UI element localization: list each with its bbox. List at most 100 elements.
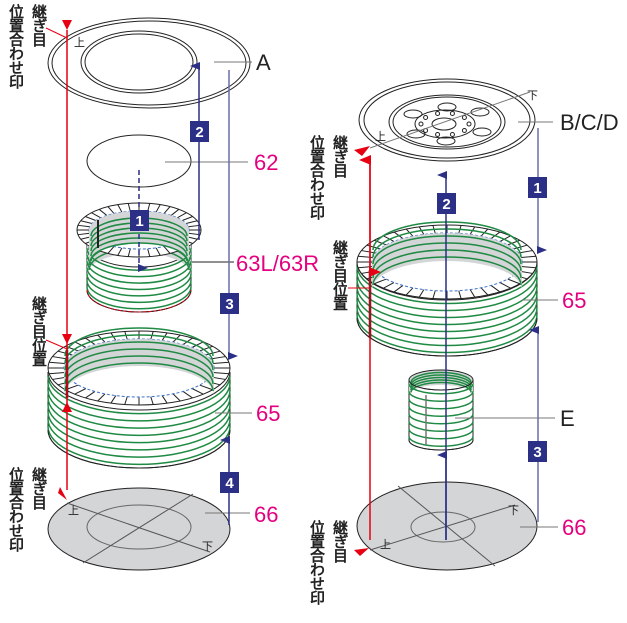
ring-65-left-inner-stripe: [64, 327, 214, 357]
ring-65-left-rim-tooth: [213, 372, 229, 375]
wheel-BCD-hub: [388, 94, 506, 150]
wheel-BCD-outer: [358, 78, 536, 162]
part-label-62: 62: [254, 150, 278, 175]
wheel-BCD-hole: [437, 102, 457, 112]
core-E-inner-stripe: [410, 379, 472, 391]
ring-65-left-bottom-edge: [47, 429, 231, 469]
ring-65-left-rim-tooth: [74, 388, 87, 395]
ring-65-left-inner-stripe: [64, 355, 214, 385]
ring-65-left-inner-stripe: [64, 348, 214, 378]
svg-text:3: 3: [225, 296, 233, 313]
ring-A-inner2: [84, 33, 194, 91]
ring-65-right-stripe: [356, 272, 538, 312]
ring-65-right-stripe: [356, 279, 538, 319]
seam-label-right-top: 継ぎ目: [331, 135, 349, 177]
ring-65-left-rim-tooth: [150, 396, 154, 405]
cup-63-flange-tooth: [77, 232, 90, 236]
ring-65-left-stripe: [47, 390, 231, 429]
cup-63-flange-tooth: [117, 247, 123, 256]
ring-65-left-rim-tooth: [124, 396, 128, 405]
wheel-BCD-hole: [406, 129, 426, 139]
wheel-BCD-bolt: [461, 115, 467, 121]
cup-63-stripe: [86, 254, 192, 278]
cup-63-flange-tooth: [85, 216, 96, 221]
ring-65-left-stripe: [47, 404, 231, 444]
cup-63-flange-tooth: [177, 212, 187, 219]
part-label-65-left: 65: [256, 401, 280, 426]
wheel-BCD-bolt: [435, 131, 441, 137]
ring-65-right-bottom-edge: [356, 317, 538, 357]
cup-63-stripe: [86, 273, 192, 297]
wheel-BCD-bolt: [466, 121, 472, 127]
seam-label-left-bottom: 継ぎ目: [30, 467, 48, 509]
seam-position-label-left: 継ぎ目位置: [30, 296, 48, 366]
ring-65-right-rim-tooth: [418, 289, 425, 298]
alignment-mark-label-left-bottom: 位置合わせ印: [7, 467, 25, 551]
step-badge-1-right: 1: [528, 177, 547, 198]
ring-65-right-rim-tooth: [458, 290, 462, 299]
ring-65-left-rim-tooth: [97, 393, 106, 402]
core-E-inner-stripe: [410, 371, 472, 383]
ring-65-right-rim-tooth: [507, 278, 520, 285]
cup-63-inner-stripe: [90, 232, 188, 252]
alignment-mark-label-right-bottom: 位置合わせ印: [308, 520, 326, 604]
step-badge-1-left: 1: [130, 210, 149, 231]
ring-65-right-rim-tooth: [383, 282, 395, 289]
ring-A-outer: [47, 17, 251, 109]
svg-text:4: 4: [225, 475, 234, 492]
core-E-stripe: [408, 406, 474, 417]
ring-65-right-rim-tooth: [374, 278, 387, 285]
seam-label-right-bottom: 継ぎ目: [331, 520, 349, 562]
ring-65-right-stripe: [356, 314, 538, 354]
alignment-arrow-left-low: [62, 402, 72, 412]
core-E-stripe: [408, 391, 474, 402]
part-label-63: 63L/63R: [236, 251, 319, 276]
ring-65-right-stripe: [356, 293, 538, 333]
ring-65-right-inner-stripe: [372, 221, 522, 251]
top-mark-right-base: 上: [380, 538, 391, 551]
cup-63-flange-tooth: [117, 204, 123, 213]
cup-63-flange-tooth: [188, 232, 201, 236]
core-E-top: [408, 369, 474, 391]
ring-65-left-inner-stripe: [64, 362, 214, 392]
cup-63-flange-tooth: [127, 248, 131, 257]
base-66-left-line1: [66, 502, 211, 553]
step-badge-3-left: 3: [220, 293, 239, 314]
core-E-inner-stripe: [410, 376, 472, 388]
cup-63-stripe: [86, 280, 192, 304]
ring-65-left-rim-tooth: [199, 384, 213, 391]
ring-65-right-inner-stripe: [372, 249, 522, 279]
bottom-mark-right-base: 下: [508, 504, 519, 517]
cup-63-flange-tooth: [147, 203, 151, 212]
alignment-arrow-right-top: [354, 146, 370, 156]
ring-65-right-inner-stripe: [372, 235, 522, 265]
ring-65-left-rim-tooth: [161, 395, 168, 404]
ring-65-right-rim-tooth: [490, 285, 501, 293]
ring-65-left-rim-tooth: [110, 395, 117, 404]
ring-65-left-inner-stripe: [64, 334, 214, 364]
ring-65-right-inner-stripe: [372, 242, 522, 272]
core-E-inner-stripe: [410, 374, 472, 386]
core-E-stripe: [408, 436, 474, 447]
alignment-leader-left-mid: [45, 339, 68, 350]
wheel-BCD-axis: [369, 91, 531, 149]
ring-65-right-rim-tooth: [499, 235, 511, 242]
ring-65-right-rim-tooth: [393, 285, 404, 293]
cup-63-flange-tooth: [98, 208, 108, 216]
svg-text:1: 1: [533, 180, 541, 197]
base-66-left: [47, 487, 231, 571]
cup-63-flange-tooth: [155, 247, 161, 256]
alignment-mark-label-right-top: 位置合わせ印: [308, 135, 326, 219]
ring-65-left-stripe: [47, 382, 231, 422]
svg-text:2: 2: [442, 196, 450, 213]
wheel-BCD-hole: [470, 107, 490, 117]
ring-65-right-rim-tooth: [383, 235, 395, 242]
part-label-BCD: B/C/D: [560, 110, 619, 135]
wheel-BCD-bolt: [449, 131, 455, 137]
wheel-BCD-hole: [403, 109, 423, 119]
ring-65-right-rim-tooth: [521, 266, 536, 269]
core-E-stripe: [408, 398, 474, 410]
cup-63-stripe: [86, 286, 192, 310]
ring-65-right-inner-stripe: [372, 228, 522, 258]
svg-text:1: 1: [135, 213, 143, 230]
